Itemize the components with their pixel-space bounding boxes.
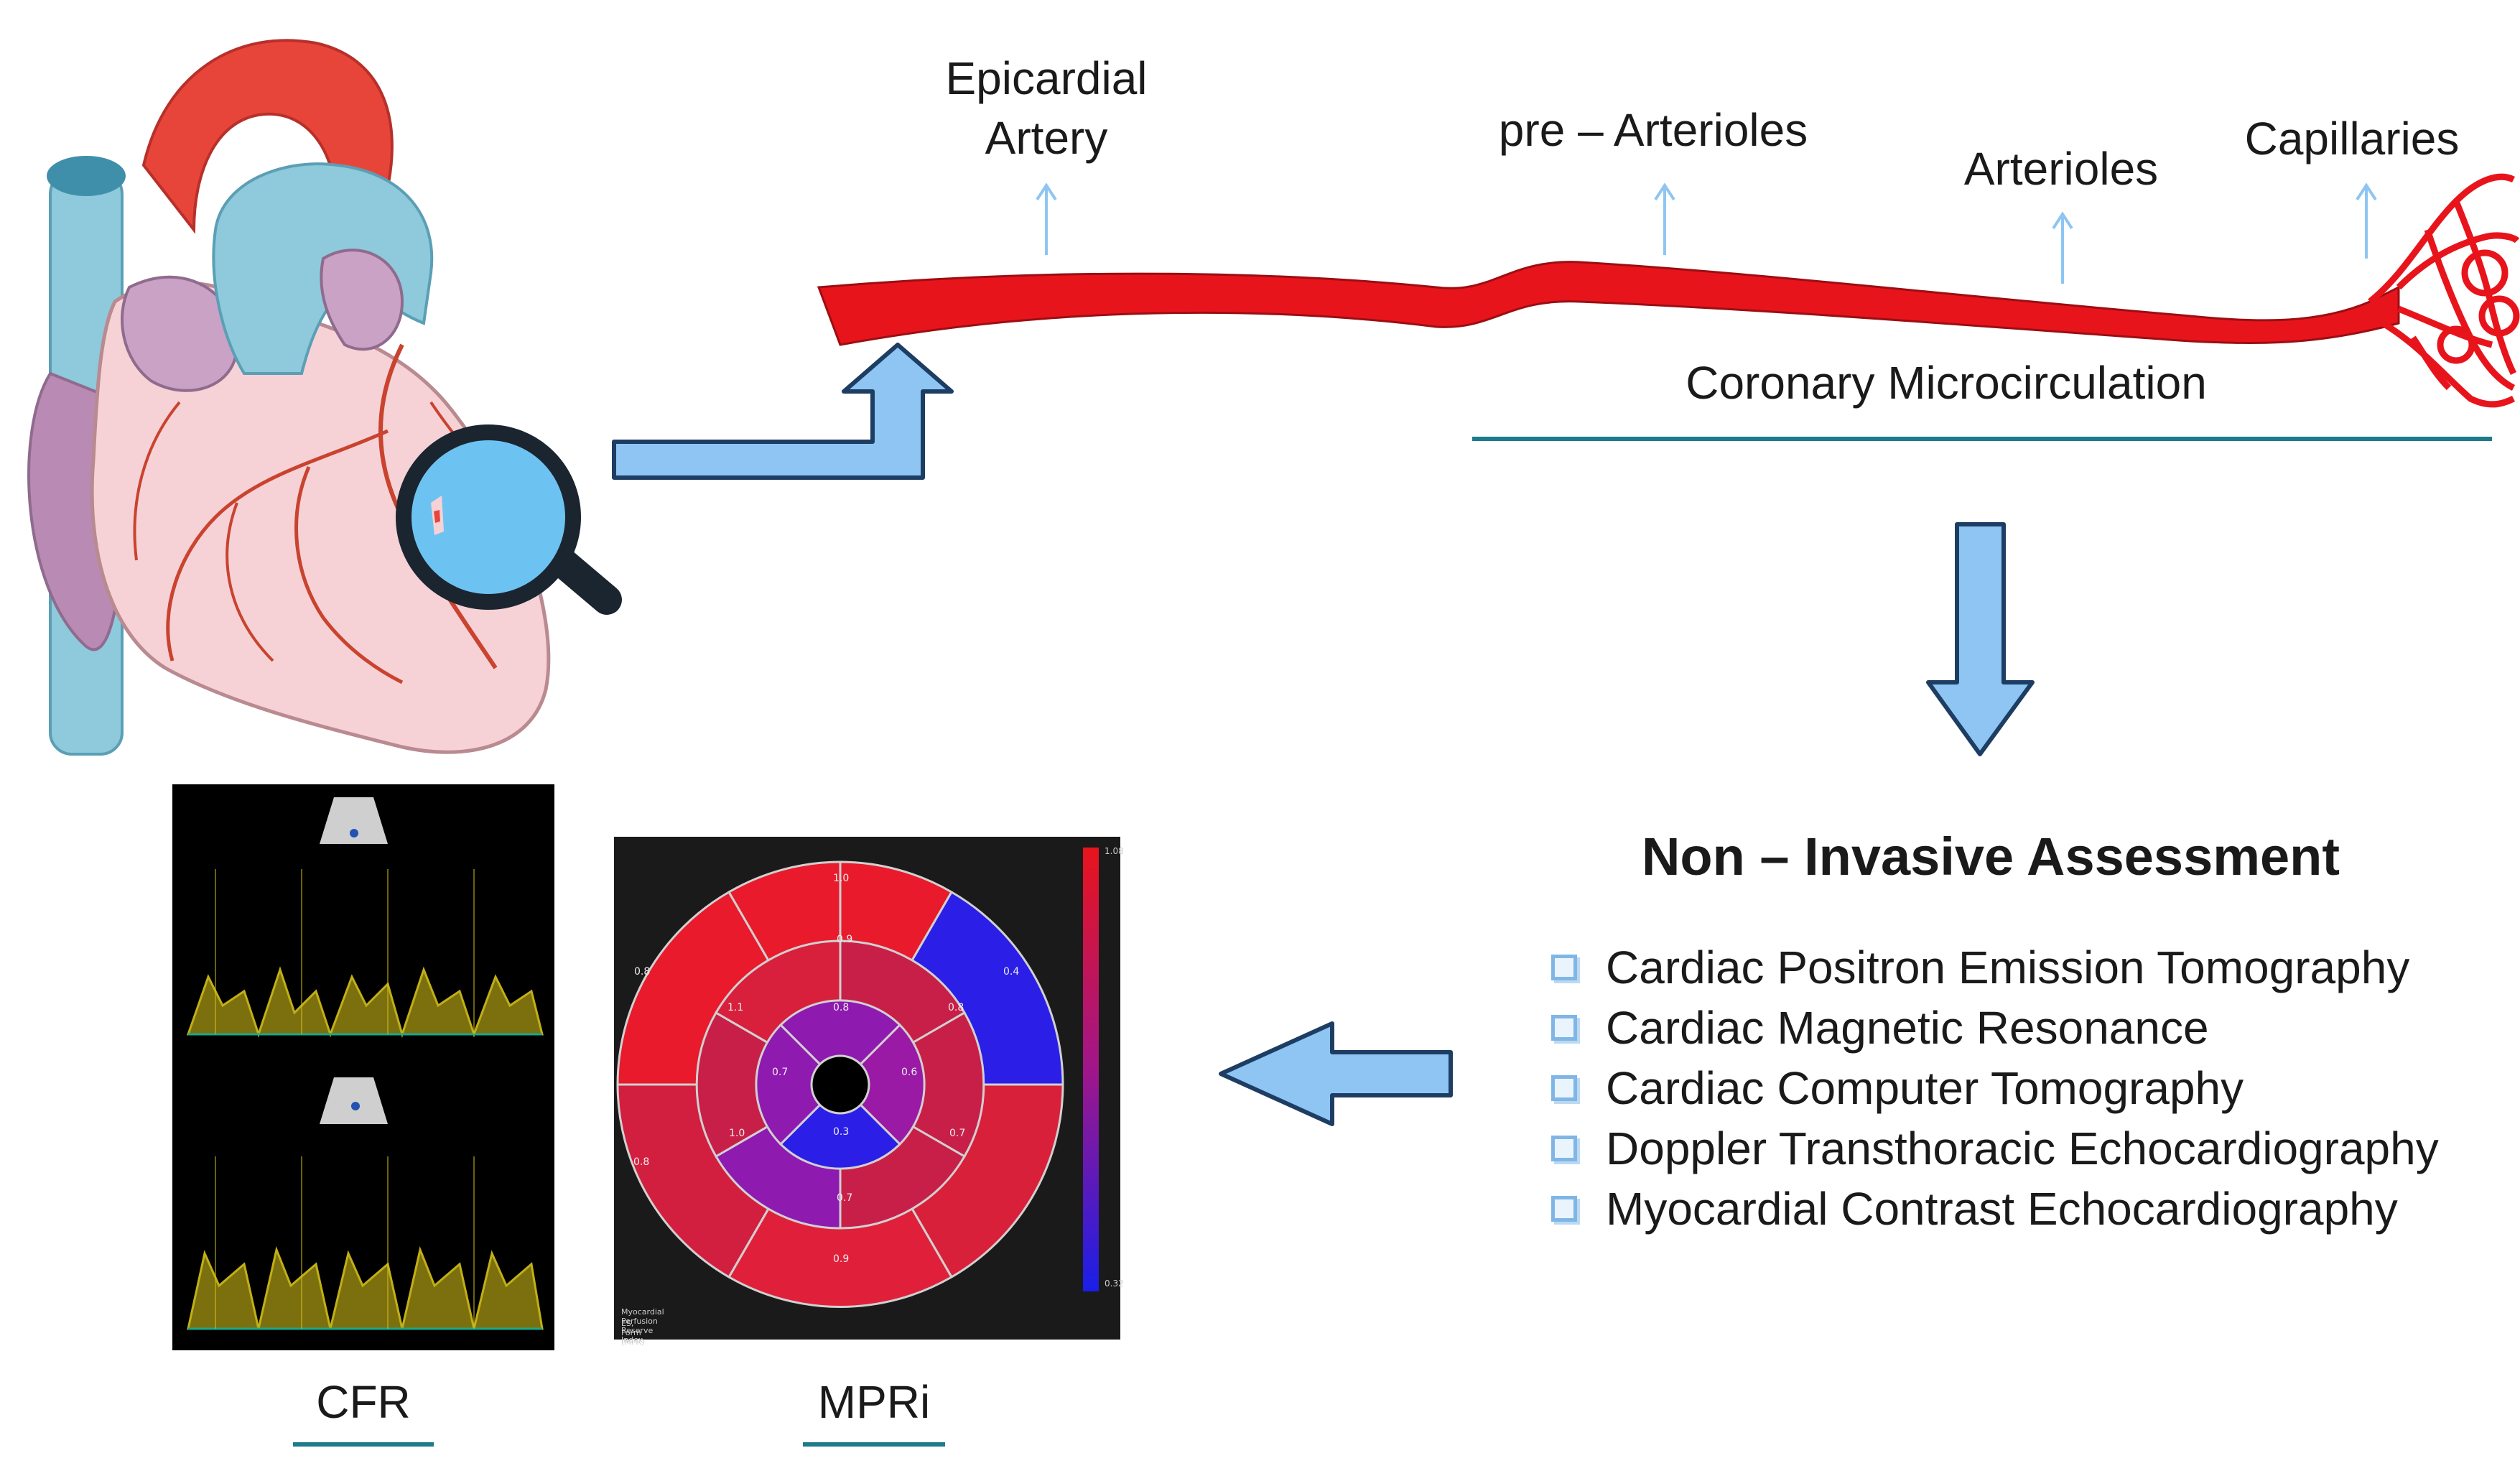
list-item: Cardiac Magnetic Resonance	[1551, 998, 2439, 1058]
assessment-list: Cardiac Positron Emission Tomography Car…	[1551, 937, 2439, 1239]
segment-value: 0.7	[949, 1128, 966, 1139]
segment-value: 1.0	[833, 873, 850, 884]
segment-value: 0.6	[901, 1067, 918, 1078]
segment-value: 0.8	[948, 1002, 964, 1013]
segment-value: 0.4	[1003, 966, 1020, 978]
arterioles-label: Arterioles	[1963, 143, 2159, 195]
segment-value: 1.0	[729, 1128, 745, 1139]
mpri-underline	[803, 1442, 945, 1447]
segment-value: 0.7	[772, 1067, 789, 1078]
microcirculation-underline	[1472, 437, 2492, 441]
mpri-footer-line2: ES, Form (MPR)	[621, 1319, 645, 1347]
color-scale-bar	[1083, 848, 1099, 1291]
checkbox-icon	[1551, 955, 1577, 980]
list-item: Cardiac Positron Emission Tomography	[1551, 937, 2439, 998]
epicardial-label-line1: Epicardial	[945, 52, 1148, 104]
epicardial-label-line2: Artery	[985, 112, 1108, 164]
segment-value: 0.8	[633, 1156, 650, 1168]
segment-value: 0.9	[837, 934, 853, 945]
pre-arterioles-label: pre – Arterioles	[1498, 104, 1808, 156]
flow-arrow-right-up-icon	[612, 343, 954, 480]
list-item-label: Cardiac Computer Tomography	[1606, 1062, 2244, 1114]
list-item: Myocardial Contrast Echocardiography	[1551, 1179, 2439, 1239]
segment-value: 0.7	[837, 1192, 853, 1204]
cfr-doppler-image	[172, 784, 554, 1350]
microcirculation-label: Coronary Microcirculation	[1686, 357, 2207, 409]
cfr-caption: CFR	[316, 1376, 411, 1428]
mpri-footer-line1: Myocardial Perfusion Reserve Index	[621, 1307, 664, 1345]
list-item-label: Cardiac Magnetic Resonance	[1606, 1002, 2209, 1054]
mpri-bullseye-image	[614, 837, 1120, 1340]
scale-min-label: 0.32	[1105, 1278, 1124, 1289]
checkbox-icon	[1551, 1075, 1577, 1101]
checkbox-icon	[1551, 1136, 1577, 1161]
epicardial-artery-label: Epicardial Artery	[945, 49, 1147, 168]
flow-arrow-down-icon	[1926, 522, 2035, 756]
capillaries-label: Capillaries	[2244, 113, 2460, 164]
capillary-bed	[2368, 173, 2520, 408]
label-arrows	[1036, 182, 2377, 284]
assessment-heading: Non – Invasive Assessment	[1641, 827, 2340, 886]
list-item-label: Cardiac Positron Emission Tomography	[1606, 942, 2410, 993]
list-item-label: Myocardial Contrast Echocardiography	[1606, 1183, 2398, 1235]
checkbox-icon	[1551, 1196, 1577, 1222]
segment-value: 0.8	[833, 1002, 850, 1013]
checkbox-icon	[1551, 1015, 1577, 1041]
segment-value: 0.3	[833, 1126, 850, 1138]
segment-value: 1.1	[727, 1002, 744, 1013]
heart-icon	[27, 39, 551, 756]
scale-max-label: 1.08	[1105, 846, 1124, 856]
cfr-underline	[293, 1442, 434, 1447]
list-item: Doppler Transthoracic Echocardiography	[1551, 1118, 2439, 1179]
list-item: Cardiac Computer Tomography	[1551, 1058, 2439, 1118]
arrow-head-icon	[1036, 182, 1057, 201]
flow-arrow-left-icon	[1219, 1021, 1453, 1126]
list-item-label: Doppler Transthoracic Echocardiography	[1606, 1123, 2439, 1174]
mpri-caption: MPRi	[817, 1376, 931, 1428]
segment-value: 0.8	[634, 966, 651, 978]
magnifier-icon	[396, 424, 622, 615]
segment-value: 0.9	[833, 1253, 850, 1265]
coronary-vessel	[817, 261, 2400, 346]
